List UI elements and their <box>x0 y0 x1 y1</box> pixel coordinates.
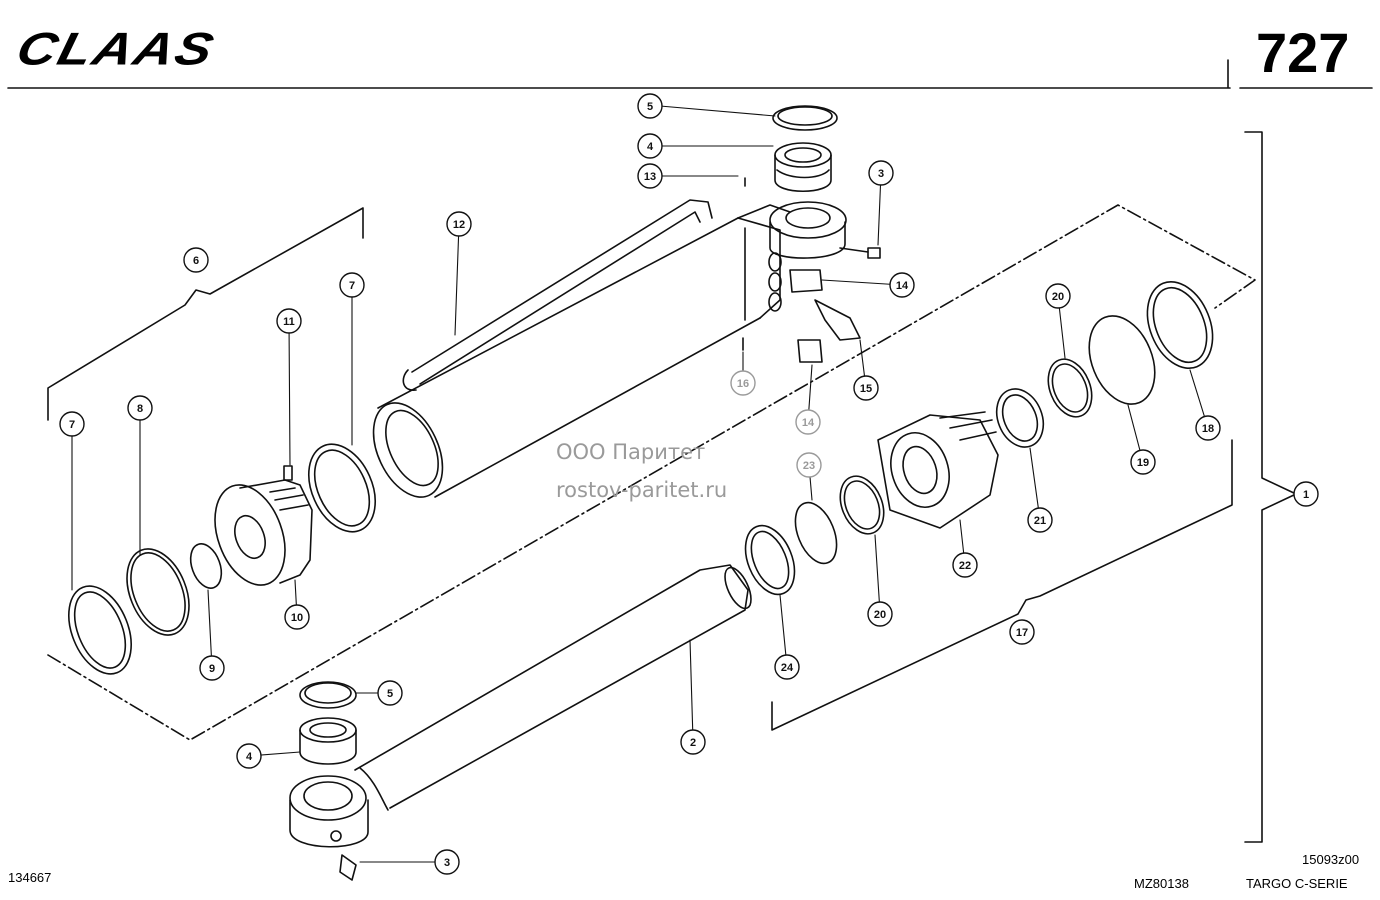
fittings <box>742 177 881 363</box>
seal-20-lower <box>839 475 885 535</box>
cylinder-eye-top <box>769 201 847 259</box>
seal-21 <box>995 388 1045 448</box>
callout-label-c3a: 3 <box>878 168 884 180</box>
callout-circle-c14a <box>889 272 915 298</box>
axis-line <box>47 204 1256 741</box>
callout-circle-c21 <box>1027 507 1053 533</box>
bushing-top <box>774 142 832 193</box>
callout-label-c23: 23 <box>803 460 815 472</box>
callout-label-c4a: 4 <box>647 141 654 153</box>
bushing-bottom <box>299 717 357 765</box>
callout-circle-c4a <box>637 133 663 159</box>
callout-circle-c15 <box>853 375 879 401</box>
cylinder-tube <box>372 199 791 498</box>
bracket-1 <box>1244 131 1297 843</box>
callout-label-c12: 12 <box>453 219 465 231</box>
seal-ring-7-left <box>68 585 132 675</box>
retaining-ring-top <box>772 105 838 131</box>
seal-ring-7-right <box>308 443 376 533</box>
callout-circle-c2 <box>680 729 706 755</box>
callout-label-c9: 9 <box>209 663 215 675</box>
seal-ring-8 <box>126 548 190 636</box>
callout-label-c20a: 20 <box>1052 291 1064 303</box>
footer-right-code: 15093z00 <box>1302 852 1360 867</box>
callout-label-c7b: 7 <box>349 280 355 292</box>
callout-label-c18: 18 <box>1202 423 1214 435</box>
callout-circle-c7b <box>339 272 365 298</box>
o-ring-19 <box>1088 315 1156 405</box>
callout-circle-c12 <box>446 211 472 237</box>
seal-20-upper <box>1047 358 1093 418</box>
callout-label-c22: 22 <box>959 560 971 572</box>
callout-label-c4b: 4 <box>246 751 253 763</box>
seal-18 <box>1146 280 1214 370</box>
bracket-6 <box>47 207 364 421</box>
retaining-ring-bottom <box>299 681 357 709</box>
callout-circle-c4b <box>236 743 262 769</box>
footer-left-code: 134667 <box>8 870 52 885</box>
guide-bush <box>877 411 999 529</box>
callout-label-c15: 15 <box>860 383 872 395</box>
callout-label-c1: 1 <box>1303 489 1309 501</box>
callout-label-c20b: 20 <box>874 609 886 621</box>
callout-bubbles: 1233445567789101112131414151617181920202… <box>59 93 1319 875</box>
callout-circle-c14b <box>795 409 821 435</box>
callout-circle-c5a <box>637 93 663 119</box>
callout-circle-c11 <box>276 308 302 334</box>
callout-circle-c19 <box>1130 449 1156 475</box>
callout-circle-c3b <box>434 849 460 875</box>
piston <box>214 465 313 586</box>
callout-circle-c6 <box>183 247 209 273</box>
callout-label-c21: 21 <box>1034 515 1046 527</box>
callout-label-c19: 19 <box>1137 457 1149 469</box>
callout-label-c5a: 5 <box>647 101 653 113</box>
callout-label-c11: 11 <box>283 316 295 328</box>
callout-circle-c1 <box>1293 481 1319 507</box>
callout-label-c7a: 7 <box>69 419 75 431</box>
watermark-company: ООО Паритет <box>556 440 706 464</box>
piston-rod <box>354 564 752 811</box>
callout-circle-c8 <box>127 395 153 421</box>
callout-label-c3b: 3 <box>444 857 450 869</box>
footer-series: TARGO C-SERIE <box>1246 876 1348 891</box>
callout-circle-c7a <box>59 411 85 437</box>
callout-label-c10: 10 <box>291 612 303 624</box>
callout-label-c14a: 14 <box>896 280 909 292</box>
seal-24 <box>744 524 796 596</box>
o-ring-9 <box>189 543 223 589</box>
callout-circle-c16 <box>730 370 756 396</box>
callout-label-c14b: 14 <box>802 417 815 429</box>
callout-label-c8: 8 <box>137 403 143 415</box>
frame-line <box>7 59 1231 89</box>
callout-circle-c17 <box>1009 619 1035 645</box>
footer-center-code: MZ80138 <box>1134 876 1189 891</box>
bracket-17 <box>771 439 1233 731</box>
callout-circle-c20b <box>867 601 893 627</box>
callout-label-c2: 2 <box>690 737 696 749</box>
callout-circle-c23 <box>796 452 822 478</box>
callout-circle-c24 <box>774 654 800 680</box>
callout-label-c16: 16 <box>737 378 749 390</box>
callout-circle-c18 <box>1195 415 1221 441</box>
callout-label-c13: 13 <box>644 171 656 183</box>
callout-circle-c3a <box>868 160 894 186</box>
watermark-url: rostov-paritet.ru <box>556 478 728 502</box>
callout-circle-c22 <box>952 552 978 578</box>
callout-circle-c5b <box>377 680 403 706</box>
callout-label-c5b: 5 <box>387 688 393 700</box>
seal-23 <box>794 501 838 565</box>
callout-circle-c9 <box>199 655 225 681</box>
cylinder-eye-bottom <box>289 775 369 881</box>
callout-circle-c10 <box>284 604 310 630</box>
callout-label-c17: 17 <box>1016 627 1028 639</box>
callout-circle-c20a <box>1045 283 1071 309</box>
callout-circle-c13 <box>637 163 663 189</box>
page-number: 727 <box>1256 21 1350 84</box>
callout-label-c6: 6 <box>193 255 199 267</box>
callout-label-c24: 24 <box>781 662 794 674</box>
